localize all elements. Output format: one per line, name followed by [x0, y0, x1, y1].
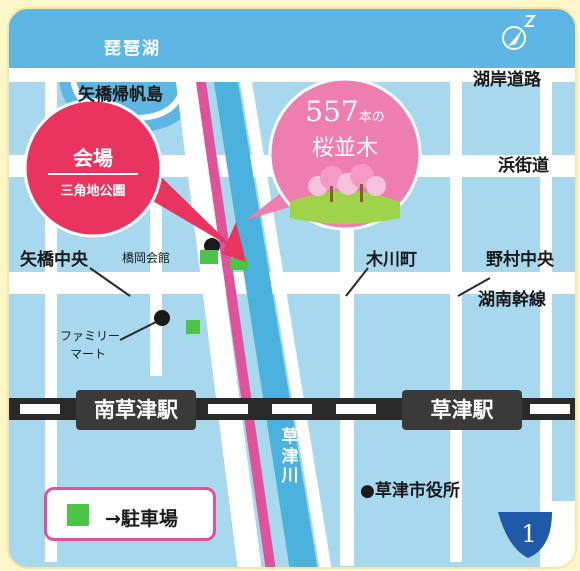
sakura-count-number: 557: [305, 95, 359, 128]
lake-name: 琵琶湖: [104, 39, 161, 59]
route-number: 1: [521, 520, 537, 548]
community-hall-label: 橋岡会館: [122, 251, 171, 265]
parking-marker-1: [186, 320, 200, 334]
nomura-chuo-label: 野村中央: [486, 250, 554, 270]
riverside-road: [176, 82, 262, 568]
kusatsu-station-box: [402, 390, 522, 430]
river-char-1: 草: [281, 427, 299, 447]
riverside-road-right: [240, 82, 332, 568]
sakura-path: [196, 82, 276, 568]
harbor-label: 矢橋帰帆島: [78, 85, 163, 105]
lakeshore-road: [8, 68, 576, 82]
kusatsu-station-label: 草津駅: [430, 398, 494, 422]
parking-legend: →駐車場: [44, 487, 216, 541]
parking-legend-label: →駐車場: [105, 508, 178, 530]
minami-kusatsu-station-label: 南草津駅: [94, 398, 178, 422]
road-v3: [340, 176, 354, 566]
city-hall-label: ●草津市役所: [360, 481, 460, 501]
parking-legend-swatch: [67, 504, 89, 526]
kigawa-cho-label: 木川町: [366, 250, 417, 270]
venue-badge: [23, 98, 163, 238]
family-mart-label-2: マート: [70, 347, 107, 361]
road-v4: [450, 82, 462, 562]
compass-icon: [502, 15, 537, 50]
railway-dashes: [20, 404, 570, 414]
family-mart-label-1: ファミリー: [60, 329, 121, 343]
venue-title: 会場: [73, 146, 113, 170]
lake-biwa: [8, 8, 576, 68]
sakura-count-unit: 本の: [358, 110, 385, 125]
family-mart-marker: [154, 310, 170, 326]
route-shield: [498, 512, 552, 558]
minami-kusatsu-station-box: [76, 390, 196, 430]
road-v2: [150, 176, 162, 376]
river-label: 草 津 川: [278, 427, 302, 487]
venue-triangle-park: [222, 222, 246, 262]
sakura-name: 桜並木: [311, 136, 378, 161]
hama-kaido-label: 浜街道: [498, 156, 549, 176]
venue-name: 三角地公園: [60, 184, 126, 199]
yabase-chuo-label: 矢橋中央: [20, 250, 88, 270]
road-v5: [540, 82, 552, 562]
parking-marker-2: [200, 250, 218, 264]
sakura-count: 557本の: [276, 95, 414, 128]
river-char-2: 津: [281, 446, 299, 467]
kusatsu-river: [214, 82, 318, 568]
river-char-3: 川: [281, 466, 299, 487]
lakeshore-road-label: 湖岸道路: [473, 70, 541, 90]
konan-kansen-label: 湖南幹線: [478, 290, 546, 310]
sakura-tree-icon: [290, 164, 400, 224]
